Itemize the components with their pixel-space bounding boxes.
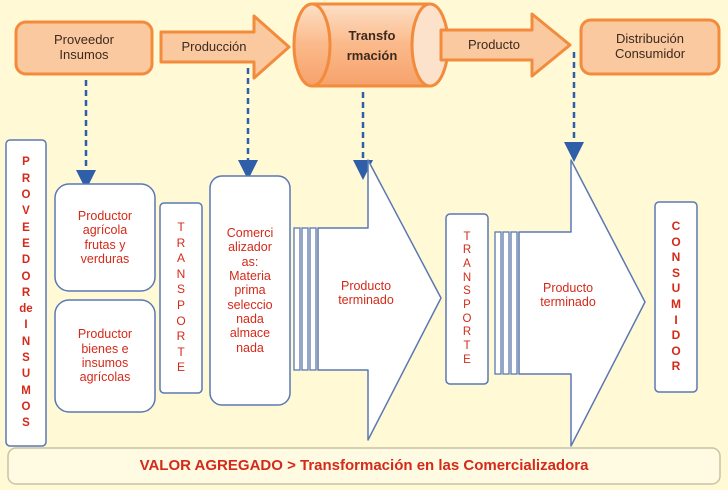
- vertical-letter: S: [22, 417, 30, 430]
- comercializadoras-label: Comerci alizador as: Materia prima selec…: [226, 225, 274, 355]
- transporte-2-box: [445, 213, 489, 385]
- transporte-1-box: [159, 202, 203, 394]
- producto-terminado-1-label: Producto terminado: [338, 278, 394, 307]
- vertical-letter: D: [21, 254, 31, 267]
- comercializadoras-box: [209, 175, 291, 406]
- proveedor-label: Proveedor Insumos: [54, 32, 114, 62]
- vertical-letter: E: [463, 353, 471, 366]
- vertical-letter: P: [22, 156, 30, 169]
- vertical-letter: O: [21, 270, 31, 283]
- vertical-letter: O: [21, 188, 31, 201]
- footer-bar: [7, 447, 721, 485]
- transformacion-cylinder: [292, 2, 450, 88]
- vertical-letter: O: [462, 312, 472, 325]
- vertical-letter: R: [176, 329, 186, 344]
- vertical-letter: O: [21, 401, 31, 414]
- footer-label: VALOR AGREGADO > Transformación en las C…: [139, 457, 589, 475]
- vertical-letter: N: [462, 271, 472, 284]
- vertical-letter: E: [176, 360, 185, 375]
- vertical-letter: T: [177, 344, 185, 359]
- vertical-letter: R: [462, 244, 472, 257]
- vertical-letter: O: [176, 313, 186, 328]
- producto-terminado-chevron-2: [518, 159, 646, 447]
- vertical-letter: E: [22, 237, 30, 250]
- vertical-letter: R: [176, 235, 186, 250]
- vertical-letter: N: [21, 335, 31, 348]
- vertical-letter: S: [176, 282, 185, 297]
- vertical-letter: N: [671, 250, 681, 265]
- productor-agricola-label: Productor agrícola frutas y verduras: [77, 208, 133, 266]
- vertical-letter: O: [671, 343, 681, 358]
- vertical-letter: V: [22, 205, 30, 218]
- vertical-letter: R: [21, 172, 31, 185]
- vertical-letter: A: [176, 251, 185, 266]
- vertical-letter: P: [463, 299, 471, 311]
- vertical-letter: C: [671, 219, 681, 234]
- vertical-letter: A: [463, 257, 471, 270]
- producto-label: Producto: [467, 36, 521, 52]
- vertical-letter: M: [671, 297, 681, 311]
- produccion-arrow: [159, 14, 291, 80]
- proveedor-insumos-box: [5, 139, 47, 447]
- productor-bienes-label: Productor bienes e insumos agrícolas: [77, 327, 133, 385]
- proveedor-box: [14, 20, 154, 76]
- vertical-letter: E: [22, 221, 30, 234]
- producto-terminado-chevron-1: [317, 159, 442, 441]
- vertical-letter: N: [176, 266, 186, 281]
- productor-agricola-box: [54, 183, 156, 292]
- vertical-letter: I: [24, 319, 28, 332]
- vertical-letter: P: [176, 298, 185, 312]
- productor-bienes-box: [54, 299, 156, 413]
- vertical-letter: R: [21, 286, 31, 299]
- produccion-label: Producción: [181, 38, 247, 54]
- consumidor-box: [654, 201, 698, 393]
- vertical-letter: T: [463, 230, 471, 243]
- producto-arrow: [439, 12, 572, 78]
- vertical-letter: S: [22, 352, 30, 365]
- vertical-letter: R: [671, 359, 681, 374]
- vertical-letter: U: [671, 281, 681, 296]
- distribucion-box: [579, 18, 721, 76]
- transformacion-label: Transfo rmación: [346, 27, 398, 63]
- vertical-letter: T: [177, 220, 185, 235]
- vertical-letter: D: [671, 328, 681, 343]
- stripe-group-1: [293, 227, 317, 371]
- vertical-letter: de: [19, 303, 33, 316]
- vertical-letter: S: [463, 285, 471, 298]
- distribucion-label: Distribución Consumidor: [614, 31, 686, 61]
- vertical-letter: I: [674, 312, 678, 327]
- vertical-letter: R: [462, 326, 472, 339]
- vertical-letter: O: [671, 234, 681, 249]
- vertical-letter: U: [21, 368, 31, 381]
- stripe-group-2: [494, 231, 518, 375]
- vertical-letter: T: [463, 340, 471, 353]
- producto-terminado-2-label: Producto terminado: [540, 280, 596, 309]
- vertical-letter: M: [21, 384, 31, 397]
- vertical-letter: S: [671, 265, 680, 280]
